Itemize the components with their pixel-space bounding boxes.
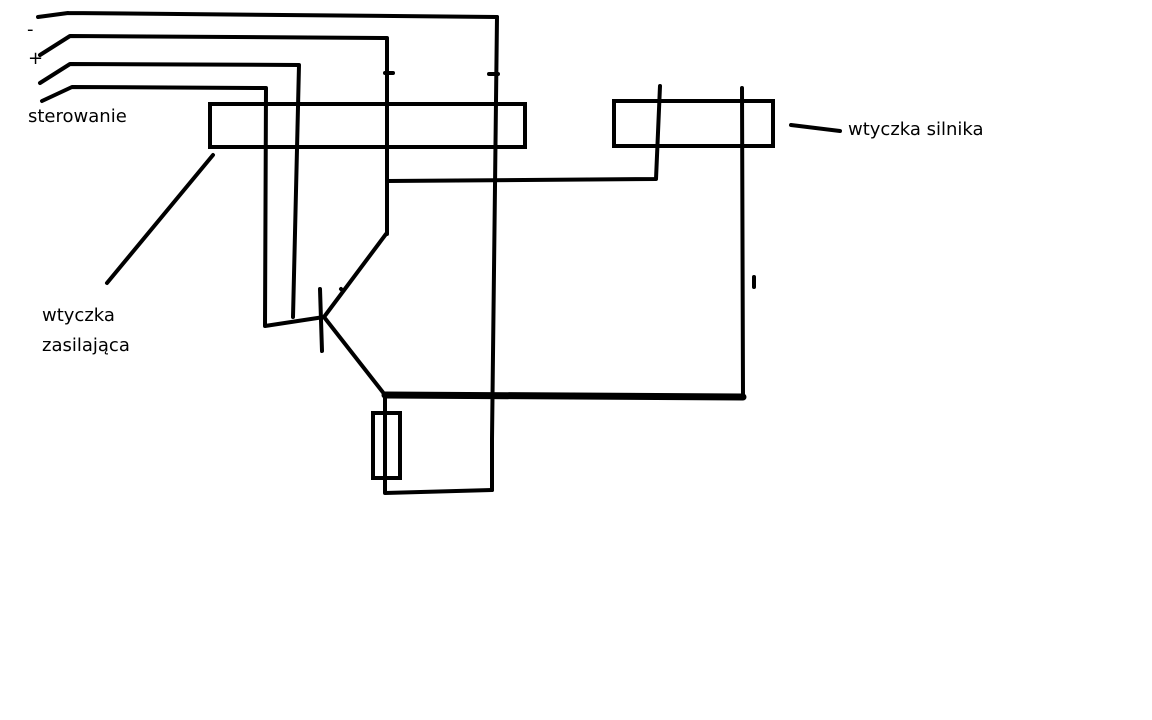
motor-plug-label: wtyczka silnika xyxy=(848,119,984,140)
power-plug-label-line1: wtyczka xyxy=(42,305,115,326)
plus-wire xyxy=(38,34,389,236)
motor-plug-pointer xyxy=(789,123,842,133)
power-plug-connector xyxy=(208,102,527,149)
control-label: sterowanie xyxy=(28,106,127,127)
resistor xyxy=(371,411,402,480)
control-wire-lower xyxy=(40,85,326,328)
minus-wire xyxy=(36,11,499,19)
emitter-bus xyxy=(381,391,747,401)
plus-label: + xyxy=(28,48,44,69)
transistor-mark xyxy=(339,287,345,293)
motor-feed-wire xyxy=(385,84,662,183)
minus-label: - xyxy=(27,19,34,40)
ground-rail xyxy=(490,15,499,492)
transistor-base-bar xyxy=(318,287,324,353)
resistor-lead xyxy=(383,393,494,495)
motor-plug-connector xyxy=(612,99,775,148)
transistor-emitter xyxy=(322,315,387,397)
transistor-collector xyxy=(322,232,388,319)
power-plug-label-line2: zasilająca xyxy=(42,335,130,356)
motor-return-wire xyxy=(740,86,745,398)
control-wire-upper xyxy=(38,62,301,319)
power-plug-pointer xyxy=(105,153,215,285)
